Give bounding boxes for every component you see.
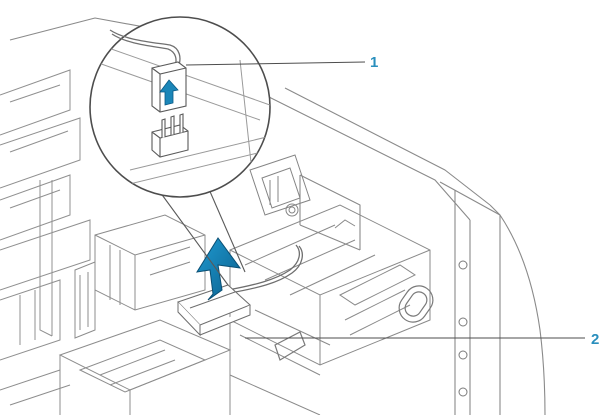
inset-fan-header [151, 113, 189, 158]
drive-cage [229, 204, 431, 415]
internal-components [74, 214, 206, 339]
panel-screws [458, 260, 468, 397]
lower-bays [0, 319, 232, 415]
front-panel-button [274, 285, 434, 361]
callout-1-leader [185, 61, 366, 66]
callout-2-label: 2 [591, 331, 599, 348]
chassis-body [9, 17, 546, 415]
fan-connector [177, 284, 251, 337]
screw-icon [458, 387, 468, 397]
inset-arrow-icon [159, 79, 179, 106]
screw-icon [458, 317, 468, 327]
lift-arrow-icon [196, 237, 242, 301]
expansion-slots [0, 69, 91, 361]
screw-icon [458, 260, 468, 270]
fan-cable [227, 244, 303, 294]
callout-2: 2 [245, 331, 599, 348]
inset-cable [109, 29, 181, 69]
callout-1: 1 [185, 54, 378, 71]
front-io-module [249, 154, 311, 217]
callout-1-label: 1 [370, 54, 378, 71]
magnifier-inset [89, 16, 271, 286]
screw-icon [458, 350, 468, 360]
